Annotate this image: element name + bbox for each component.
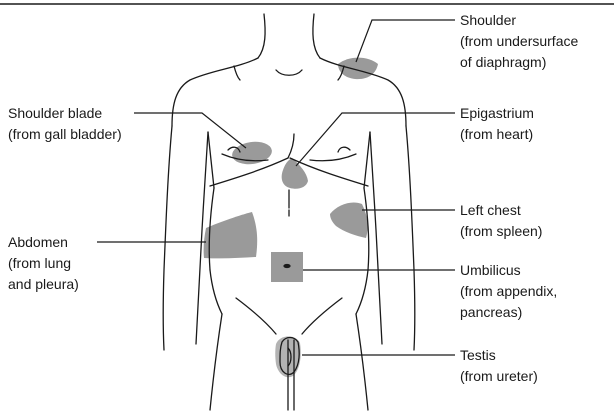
- label-abdomen-line3: and pleura): [8, 274, 79, 295]
- shaded-regions: [204, 58, 378, 378]
- shoulder-leader: [356, 20, 455, 62]
- label-shoulder-line3: of diaphragm): [460, 52, 578, 73]
- epigastrium-leader: [296, 113, 455, 166]
- label-left-chest-line2: (from spleen): [460, 221, 542, 242]
- label-umbilicus-line1: Umbilicus: [460, 260, 557, 281]
- label-testis-line1: Testis: [460, 345, 538, 366]
- label-abdomen-line2: (from lung: [8, 253, 79, 274]
- shoulder-blade-region: [231, 139, 274, 166]
- label-testis-line2: (from ureter): [460, 366, 538, 387]
- label-shoulder-blade: Shoulder blade (from gall bladder): [8, 103, 122, 145]
- label-shoulder-line2: (from undersurface: [460, 31, 578, 52]
- label-umbilicus-line2: (from appendix,: [460, 281, 557, 302]
- label-umbilicus: Umbilicus (from appendix, pancreas): [460, 260, 557, 323]
- label-shoulder-line1: Shoulder: [460, 10, 578, 31]
- label-left-chest-line1: Left chest: [460, 200, 542, 221]
- label-abdomen: Abdomen (from lung and pleura): [8, 232, 79, 295]
- label-umbilicus-line3: pancreas): [460, 302, 557, 323]
- label-epigastrium-line1: Epigastrium: [460, 103, 534, 124]
- label-testis: Testis (from ureter): [460, 345, 538, 387]
- label-epigastrium: Epigastrium (from heart): [460, 103, 534, 145]
- label-left-chest: Left chest (from spleen): [460, 200, 542, 242]
- label-shoulder: Shoulder (from undersurface of diaphragm…: [460, 10, 578, 73]
- epigastrium-region: [282, 158, 308, 189]
- shoulder-blade-leader: [134, 113, 246, 148]
- label-epigastrium-line2: (from heart): [460, 124, 534, 145]
- label-shoulder-blade-line1: Shoulder blade: [8, 103, 122, 124]
- left-chest-region: [330, 202, 368, 238]
- label-abdomen-line1: Abdomen: [8, 232, 79, 253]
- abdomen-region: [204, 212, 258, 258]
- label-shoulder-blade-line2: (from gall bladder): [8, 124, 122, 145]
